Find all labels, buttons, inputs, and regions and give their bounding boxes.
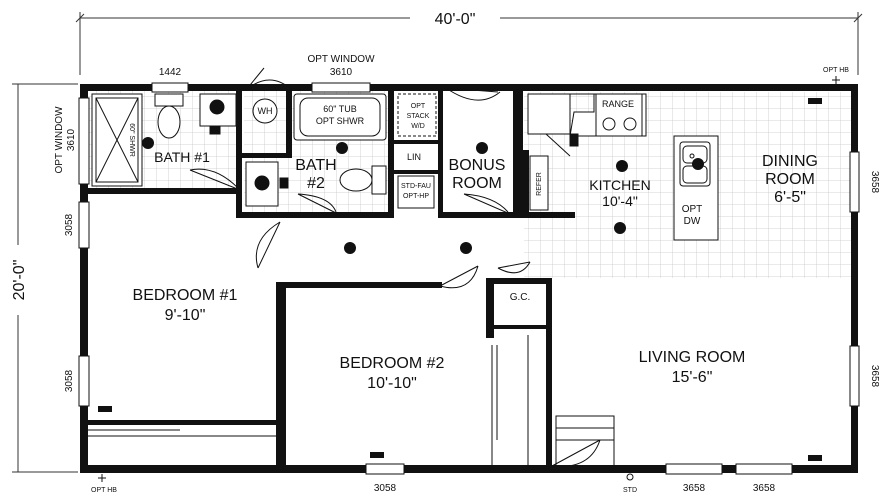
closet-doors [88, 335, 529, 465]
bonus-name: BONUS [449, 157, 506, 174]
dw-label-2: DW [684, 216, 701, 227]
tub-label-2: OPT SHWR [316, 116, 365, 126]
water-heater [252, 98, 278, 124]
shower-label: 60" SHWR [128, 123, 135, 157]
window-bottom-1-label: 3058 [374, 483, 397, 494]
opt-window-left-size: 3610 [66, 128, 77, 151]
overall-width-dimension [75, 12, 863, 75]
bedroom1-name: BEDROOM #1 [133, 287, 238, 304]
water-heater-label: WH [258, 106, 273, 116]
bath2-name: BATH [295, 157, 336, 174]
entry-steps [555, 415, 615, 467]
opt-hb-top-label: OPT HB [823, 67, 849, 74]
refrigerator [529, 155, 549, 211]
toilet-bowl [157, 105, 181, 139]
window-right-upper-label: 3658 [869, 171, 880, 194]
kitchen-fixtures [527, 93, 719, 241]
kitchen-name: KITCHEN [589, 177, 650, 193]
bath1-fixtures [91, 93, 237, 187]
door-swings [189, 67, 601, 467]
fau-label-2: OPT-HP [403, 193, 429, 200]
window-bottom-2-label: 3658 [683, 483, 706, 494]
toilet-tank [154, 93, 184, 107]
stack-label-1: OPT [411, 103, 426, 110]
gc-label: G.C. [510, 292, 531, 303]
opt-window-top-size: 3610 [330, 67, 353, 78]
bedroom1-size: 9'-10" [165, 307, 206, 324]
bath2-toilet-bowl [339, 168, 373, 192]
overall-width-label: 40'-0" [435, 11, 476, 28]
windows [78, 82, 860, 475]
kitchen-size: 10'-4" [602, 193, 638, 209]
dining-size: 6'-5" [774, 189, 806, 206]
bonus-line2: ROOM [452, 175, 502, 192]
stack-label-2: STACK [407, 113, 430, 120]
living-room-name: LIVING ROOM [639, 349, 746, 366]
bath2-toilet-tank [371, 165, 387, 195]
dining-line2: ROOM [765, 171, 815, 188]
opt-hb-bottom-label: OPT HB [91, 487, 117, 494]
window-1442-label: 1442 [159, 67, 182, 78]
window-left-upper-label: 3058 [64, 213, 75, 236]
window-left-lower-label: 3058 [64, 369, 75, 392]
window-bottom-3-label: 3658 [753, 483, 776, 494]
opt-window-left-label: OPT WINDOW [54, 106, 65, 174]
std-label: STD [623, 487, 637, 494]
living-room-size: 15'-6" [672, 369, 713, 386]
interior-walls [88, 91, 575, 473]
smoke-detectors [98, 98, 822, 461]
bath1-name: BATH #1 [154, 149, 210, 165]
bedroom2-name: BEDROOM #2 [340, 355, 445, 372]
bath2-line2: #2 [307, 175, 325, 192]
range [595, 93, 643, 137]
refer-label: REFER [536, 172, 543, 196]
bath2-fixtures [245, 93, 387, 207]
overall-height-dimension [12, 83, 78, 473]
dw-label-1: OPT [682, 204, 703, 215]
opt-window-top-label: OPT WINDOW [307, 54, 375, 65]
bonus-closets [397, 93, 437, 209]
linen-label: LIN [407, 152, 421, 162]
bedroom2-size: 10'-10" [367, 375, 417, 392]
dining-name: DINING [762, 153, 818, 170]
range-label: RANGE [602, 99, 634, 109]
fau-label-1: STD-FAU [401, 183, 431, 190]
light-fixtures [142, 137, 704, 254]
tub-label-1: 60" TUB [323, 104, 357, 114]
marker-symbols [98, 76, 840, 482]
stack-label-3: W/D [411, 123, 425, 130]
exterior-walls [80, 84, 858, 473]
overall-height-label: 20'-0" [11, 260, 28, 301]
window-right-lower-label: 3658 [869, 365, 880, 388]
